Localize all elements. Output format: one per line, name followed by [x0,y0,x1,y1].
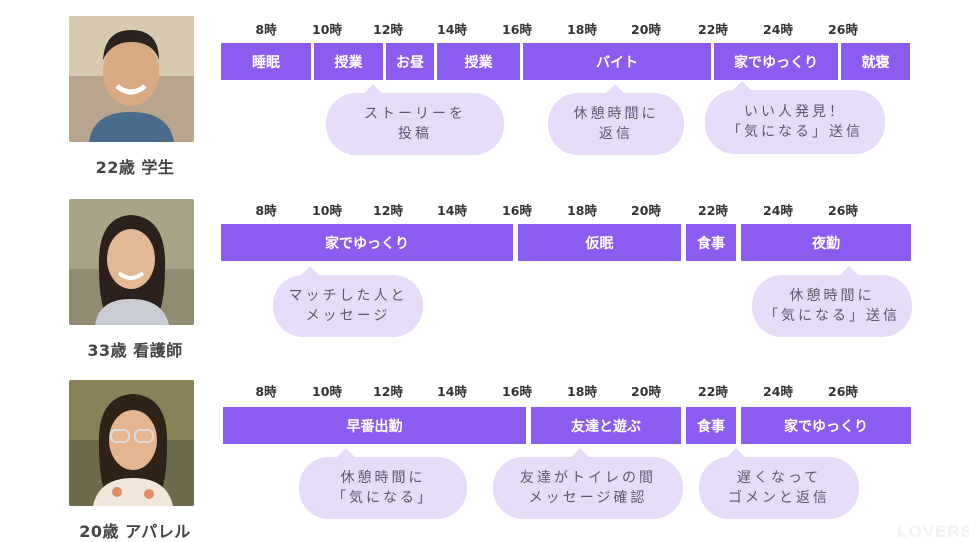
hour-tick: 24時 [763,384,793,399]
speech-bubble: 遅くなって ゴメンと返信 [699,457,859,519]
hour-tick: 14時 [437,384,467,399]
speech-bubble: いい人発見！ 「気になる」送信 [705,90,885,154]
speech-bubble: 休憩時間に 「気になる」 [299,457,467,519]
person-label: 22歳 学生 [95,158,175,177]
hour-tick: 26時 [828,22,858,37]
hour-tick: 14時 [437,203,467,218]
hour-tick: 10時 [312,203,342,218]
hour-tick: 8時 [255,203,277,218]
hour-tick: 14時 [437,22,467,37]
person-label: 33歳 看護師 [87,341,183,360]
bubble-text: 遅くなって ゴメンと返信 [728,470,830,506]
activity-segment: 家でゆっくり [741,407,911,444]
brand-watermark: LOVERS [897,522,969,541]
activity-segment: 早番出勤 [223,407,526,444]
activity-segment: 家でゆっくり [221,224,513,261]
speech-bubble: 休憩時間に 「気になる」送信 [752,275,912,337]
activity-segment: 食事 [686,407,736,444]
activity-segment: 仮眠 [518,224,681,261]
activity-segment: 睡眠 [221,43,311,80]
activity-segment: バイト [523,43,711,80]
hour-tick: 20時 [631,22,661,37]
hour-tick: 24時 [763,203,793,218]
bubble-text: 休憩時間に 「気になる」送信 [764,288,900,324]
hour-tick: 10時 [312,384,342,399]
hour-tick: 12時 [373,384,403,399]
hour-tick: 20時 [631,203,661,218]
hour-tick: 16時 [502,203,532,218]
bubble-text: 友達がトイレの間 メッセージ確認 [520,470,656,506]
woman-apparel-photo [69,380,194,506]
hour-tick: 26時 [828,384,858,399]
hour-tick: 18時 [567,203,597,218]
woman-nurse-photo [69,199,194,325]
hour-tick: 20時 [631,384,661,399]
person-label: 20歳 アパレル [79,522,191,541]
bubble-text: いい人発見！ 「気になる」送信 [727,104,863,140]
hour-tick: 8時 [255,22,277,37]
activity-segment: 家でゆっくり [714,43,838,80]
hour-tick: 18時 [567,22,597,37]
young-man-photo [69,16,194,142]
hour-tick: 24時 [763,22,793,37]
hour-tick: 12時 [373,22,403,37]
hour-tick: 16時 [502,384,532,399]
hour-tick: 22時 [698,384,728,399]
speech-bubble: 友達がトイレの間 メッセージ確認 [493,457,683,519]
activity-segment: お昼 [386,43,434,80]
schedule-row-apparel: 20歳 アパレル 8時 10時 12時 14時 16時 18時 20時 22時 … [0,362,969,541]
speech-bubble: 休憩時間に 返信 [548,93,684,155]
activity-segment: 食事 [686,224,736,261]
hour-tick: 22時 [698,22,728,37]
bubble-text: 休憩時間に 返信 [573,106,659,142]
bubble-text: ストーリーを 投稿 [364,106,466,142]
schedule-row-nurse: 33歳 看護師 8時 10時 12時 14時 16時 18時 20時 22時 2… [0,181,969,360]
activity-segment: 授業 [437,43,520,80]
schedule-row-student: 22歳 学生 8時 10時 12時 14時 16時 18時 20時 22時 24… [0,0,969,178]
hour-tick: 18時 [567,384,597,399]
bubble-text: 休憩時間に 「気になる」 [332,470,434,506]
hour-tick: 22時 [698,203,728,218]
hour-tick: 26時 [828,203,858,218]
speech-bubble: マッチした人と メッセージ [273,275,423,337]
bubble-text: マッチした人と メッセージ [288,288,408,324]
activity-segment: 就寝 [841,43,910,80]
hour-tick: 16時 [502,22,532,37]
hour-tick: 10時 [312,22,342,37]
activity-segment: 夜勤 [741,224,911,261]
hour-tick: 8時 [255,384,277,399]
hour-tick: 12時 [373,203,403,218]
activity-segment: 友達と遊ぶ [531,407,681,444]
speech-bubble: ストーリーを 投稿 [326,93,504,155]
activity-segment: 授業 [314,43,383,80]
